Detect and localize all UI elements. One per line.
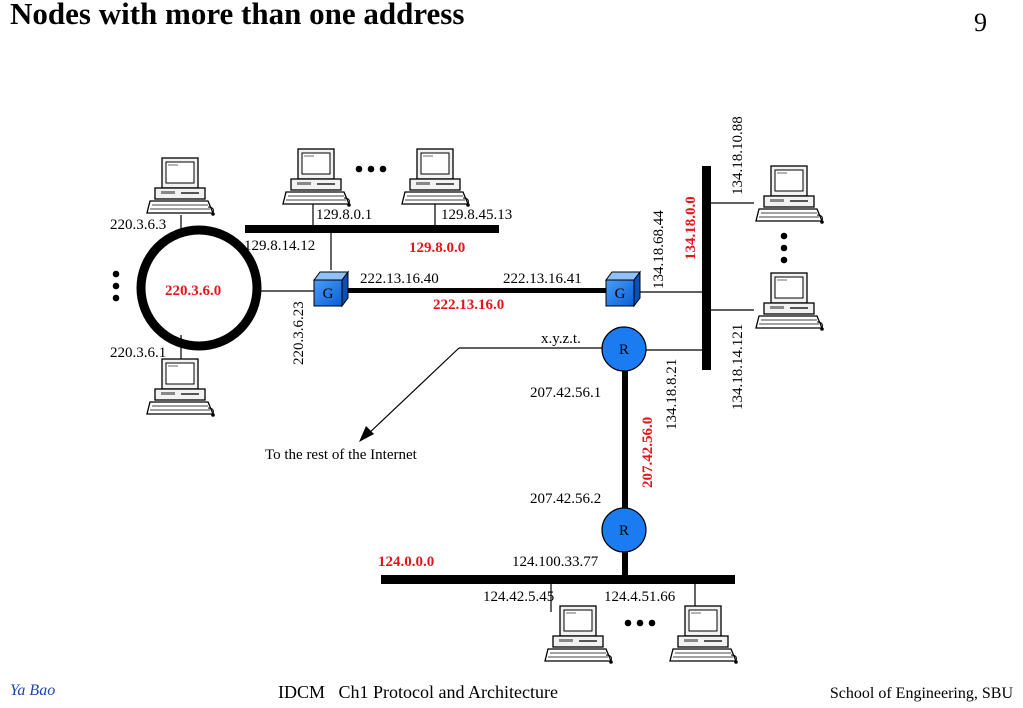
network-label-ring: 220.3.6.0 (165, 283, 221, 299)
computer-icon (669, 605, 738, 665)
address-label: 220.3.6.3 (110, 217, 166, 233)
router-label: R (619, 523, 629, 539)
address-label: 222.13.16.40 (360, 271, 439, 287)
network-label-bottom-bus: 124.0.0.0 (378, 554, 434, 570)
network-label-top-bus: 129.8.0.0 (409, 240, 465, 256)
computer-icon (282, 148, 351, 208)
network-segments (245, 166, 735, 584)
address-label: x.y.z.t. (541, 331, 581, 347)
computer-icon (146, 157, 215, 217)
address-label: 129.8.0.1 (316, 207, 372, 223)
internet-label: To the rest of the Internet (265, 447, 418, 463)
address-label: 124.4.51.66 (604, 589, 676, 605)
footer-course: IDCM Ch1 Protocol and Architecture (278, 682, 558, 702)
network-label-vertical-link: 207.42.56.0 (640, 417, 656, 488)
address-label: 129.8.14.12 (244, 238, 315, 254)
address-label: 134.18.8.21 (664, 359, 680, 430)
link-lines (180, 195, 754, 612)
ellipsis-dots (112, 165, 788, 627)
address-label: 134.18.14.121 (730, 324, 746, 410)
router-top: R (601, 326, 647, 372)
arrow-head (359, 426, 374, 442)
network-label-right-bus: 134.18.0.0 (683, 196, 699, 260)
slide-title: Nodes with more than one address (10, 0, 465, 31)
address-label: 124.100.33.77 (512, 554, 599, 570)
gateway-label: G (615, 286, 626, 302)
address-label: 207.42.56.1 (530, 385, 601, 401)
footer-school: School of Engineering, SBU (829, 685, 1013, 702)
address-label: 134.18.68.44 (651, 210, 667, 289)
gateway-right: G (605, 270, 641, 308)
address-label: 124.42.5.45 (483, 589, 554, 605)
address-label: 220.3.6.1 (110, 345, 166, 361)
network-label-middle-link: 222.13.16.0 (433, 297, 504, 313)
address-label: 222.13.16.41 (503, 271, 582, 287)
token-ring (136, 225, 262, 351)
footer-author: Ya Bao (10, 682, 56, 699)
computer-icon (755, 165, 824, 225)
gateway-label: G (323, 286, 334, 302)
gateway-left: G (313, 270, 349, 308)
computer-icon (146, 358, 215, 418)
router-bottom: R (601, 507, 647, 553)
router-label: R (619, 342, 629, 358)
computer-icon (401, 148, 470, 208)
address-label: 134.18.10.88 (730, 116, 746, 195)
slide-number: 9 (974, 8, 987, 37)
computer-icon (544, 605, 613, 665)
address-label: 220.3.6.23 (291, 301, 307, 365)
computer-icon (755, 272, 824, 332)
address-label: 129.8.45.13 (441, 207, 512, 223)
address-label: 207.42.56.2 (530, 491, 601, 507)
